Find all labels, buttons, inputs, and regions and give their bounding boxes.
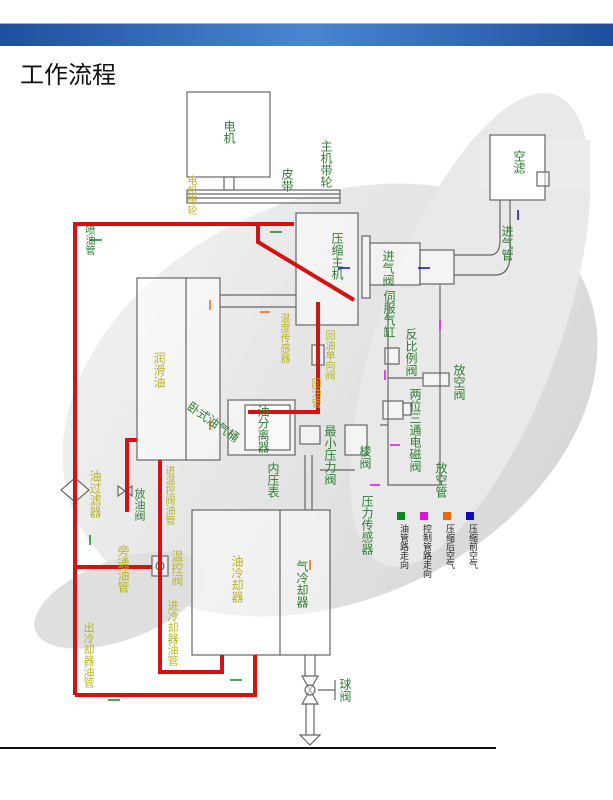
legend-swatches (397, 512, 474, 520)
oil-gas-tank (136, 277, 221, 461)
proportional-valve-body (384, 347, 400, 365)
air-filter-box (489, 134, 546, 201)
legend-label-compressed: 压缩后空气 (444, 524, 454, 569)
label-intake-valve: 进气阀 (381, 250, 395, 286)
label-pressure-sensor: 压力传感器 (360, 495, 374, 555)
label-return-check-valve: 回油单向阀 (323, 330, 334, 380)
label-shuttle-valve: 梭阀 (358, 445, 372, 469)
legend-swatch-control (420, 512, 428, 520)
label-return-pipe: 回油管 (309, 378, 320, 408)
label-oil-filter: 油过滤器 (88, 470, 102, 518)
vent-valve-body (422, 372, 450, 387)
label-proportional-valve: 反比例阀 (404, 328, 418, 376)
label-compressor: 压缩主机 (330, 232, 344, 280)
label-servo-cylinder: 伺服气缸 (382, 290, 396, 338)
label-air-cooler: 气冷却器 (295, 560, 309, 608)
label-solenoid-valve: 两位三通电磁阀 (408, 388, 422, 472)
min-pressure-valve (299, 425, 321, 445)
oil-pipes (73, 222, 356, 697)
label-vent-pipe: 放空管 (434, 462, 448, 498)
label-internal-gauge: 内压表 (266, 462, 280, 498)
label-belt: 皮带 (280, 168, 294, 192)
label-oil-injection-pipe: 喷油管 (83, 225, 94, 255)
legend-swatch-intake (466, 512, 474, 520)
page-title: 工作流程 (20, 61, 116, 89)
legend-swatch-compressed (443, 512, 451, 520)
label-intake-pipe: 进气管 (500, 225, 514, 261)
legend-label-control: 控制管路走向 (421, 524, 431, 578)
label-main-pulley: 主机带轮 (319, 140, 333, 188)
label-motor-pulley: 电机带轮 (185, 175, 196, 215)
label-drain-valve: 放油阀 (133, 488, 146, 521)
header-band (0, 23, 613, 46)
cooler-box (191, 509, 331, 656)
legend-swatch-oil (397, 512, 405, 520)
label-temp-sensor: 温度传感器 (278, 313, 289, 363)
flow-arrows (89, 210, 519, 701)
label-oil-separator: 油分离器 (256, 405, 270, 453)
intake-valve-box (369, 242, 421, 286)
legend-label-intake: 压缩前空气 (467, 524, 477, 569)
footer-divider (0, 747, 496, 749)
from-cooler-pipe (75, 655, 257, 697)
label-oil-cooler: 油冷却器 (230, 555, 244, 603)
oil-injection-pipe (73, 222, 294, 695)
label-ball-valve: 球阀 (338, 678, 352, 702)
legend-label-oil: 油管路走向 (398, 524, 408, 569)
intake-pipe (454, 200, 511, 276)
solenoid-valve-body (382, 400, 404, 420)
to-thermo-pipe (158, 460, 224, 674)
drain-pipe (125, 438, 137, 512)
label-to-thermo-pipe: 进温控阀油管 (163, 465, 174, 525)
label-lube-oil: 润滑油 (152, 352, 166, 388)
label-air-filter: 空滤 (512, 150, 526, 174)
label-min-pressure-valve: 最小压力阀 (323, 425, 337, 485)
label-bypass-pipe: 旁通油管 (116, 545, 130, 593)
return-pipe (248, 302, 320, 414)
label-vent-valve: 放空阀 (452, 364, 466, 400)
label-from-cooler-pipe: 出冷却器油管 (82, 622, 95, 688)
shuttle-valve-box (344, 424, 368, 456)
belt (186, 189, 341, 204)
motor-box (186, 91, 271, 178)
label-to-cooler-pipe: 进冷却器油管 (166, 600, 179, 666)
motor-shaft (223, 176, 235, 191)
label-thermo-valve: 温控阀 (170, 550, 184, 586)
label-motor: 电机 (222, 120, 236, 144)
